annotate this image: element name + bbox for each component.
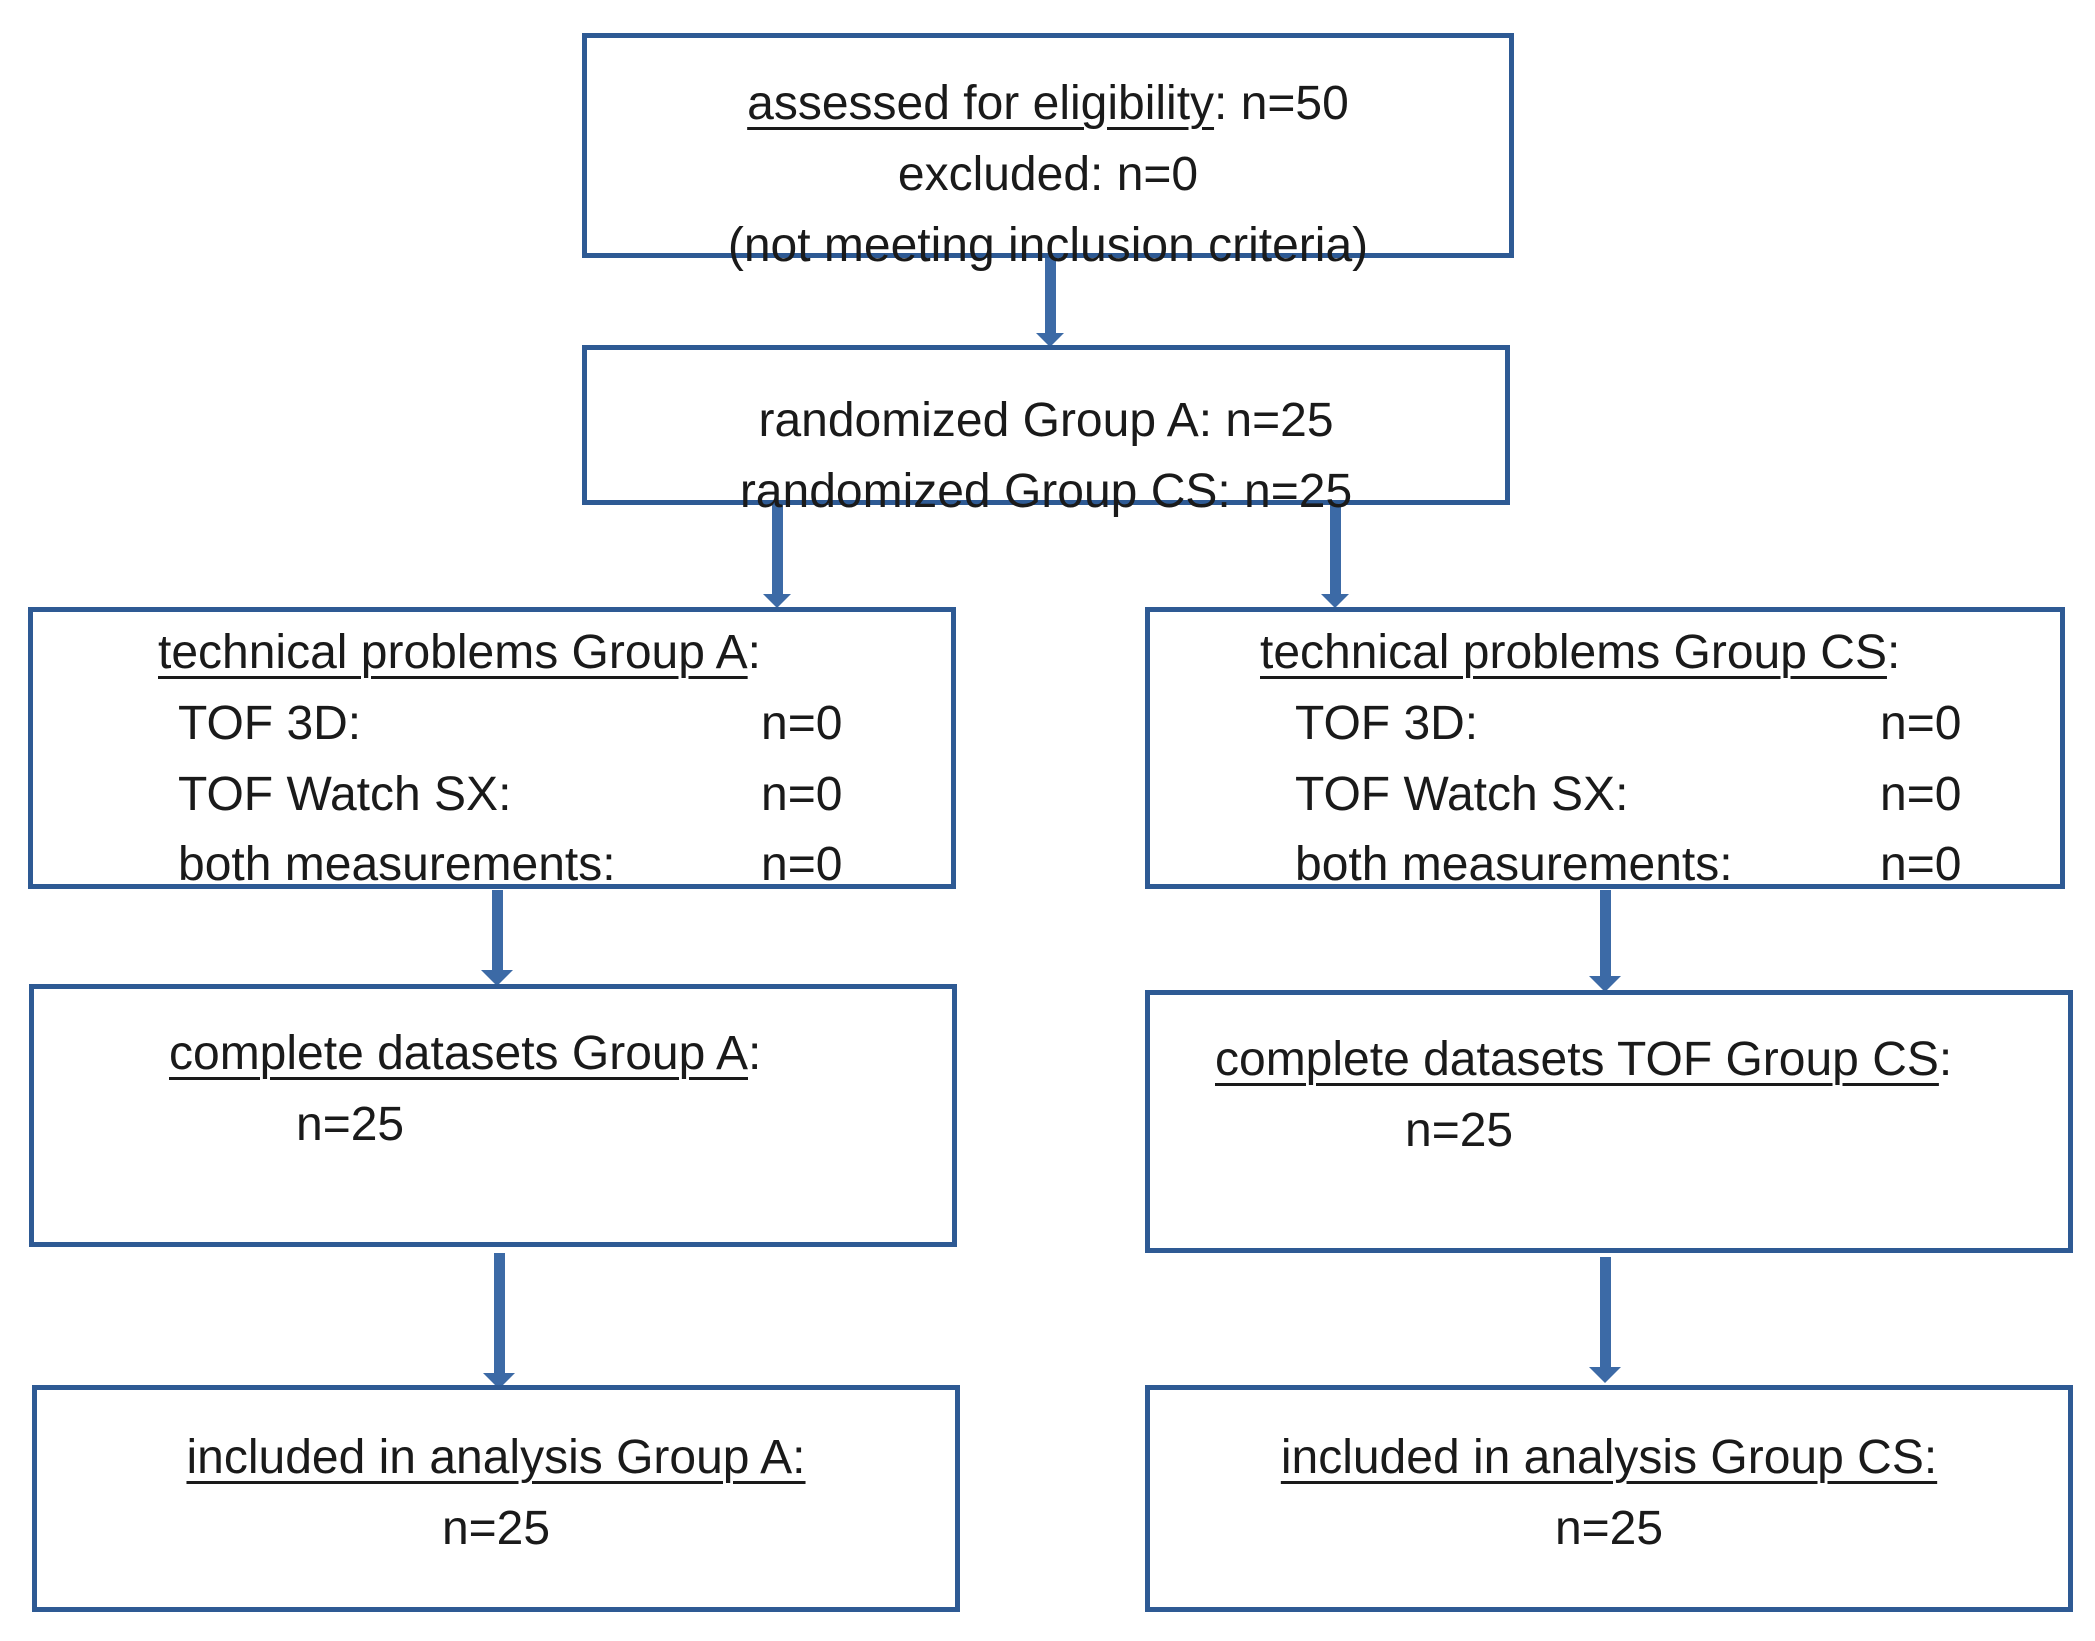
complete-datasets-a-label: complete datasets Group A <box>169 1027 748 1080</box>
arrow-complete-a-to-analysis-a <box>483 1253 515 1389</box>
analysis-a-title: included in analysis Group A: <box>186 1431 806 1484</box>
assessed-label: assessed for eligibility <box>747 77 1215 130</box>
technical-problems-a-label: technical problems Group A <box>158 626 748 679</box>
technical-problems-cs-box: technical problems Group CS: TOF 3D: n=0… <box>1145 607 2065 891</box>
technical-cs-row-tofwatch: TOF Watch SX: n=0 <box>1295 768 1962 821</box>
excluded-note: (not meeting inclusion criteria) <box>727 219 1369 272</box>
technical-cs-row-tof3d: TOF 3D: n=0 <box>1295 697 1962 750</box>
technical-a-row-tofwatch: TOF Watch SX: n=0 <box>178 768 843 821</box>
technical-problems-a-box: technical problems Group A: TOF 3D: n=0 … <box>28 607 956 891</box>
excluded-line: excluded: n=0 <box>897 148 1199 201</box>
assessed-line: assessed for eligibility: n=50 <box>587 74 1509 134</box>
arrow-technical-cs-to-complete-cs <box>1589 890 1621 992</box>
analysis-cs-value: n=25 <box>1554 1502 1664 1555</box>
complete-datasets-a-box: complete datasets Group A: n=25 <box>29 984 957 1247</box>
assessed-value: : n=50 <box>1214 77 1349 130</box>
arrow-technical-a-to-complete-a <box>481 890 513 986</box>
randomization-box: randomized Group A: n=25 randomized Grou… <box>582 345 1510 518</box>
arrow-screening-to-randomization <box>1036 255 1064 347</box>
technical-a-row-both: both measurements: n=0 <box>178 838 843 891</box>
arrow-randomization-to-technical-cs <box>1321 500 1349 608</box>
technical-cs-row-both: both measurements: n=0 <box>1295 838 1962 891</box>
complete-datasets-a-title: complete datasets Group A: <box>169 1027 762 1080</box>
complete-datasets-cs-box: complete datasets TOF Group CS: n=25 <box>1145 990 2073 1253</box>
complete-datasets-cs-value: n=25 <box>1405 1104 1514 1157</box>
randomized-group-cs: randomized Group CS: n=25 <box>739 465 1353 518</box>
analysis-a-title-line: included in analysis Group A: <box>37 1428 955 1488</box>
analysis-a-value: n=25 <box>441 1502 551 1555</box>
technical-problems-a-title: technical problems Group A: <box>158 626 761 679</box>
technical-a-row-tof3d: TOF 3D: n=0 <box>178 697 843 750</box>
arrow-complete-cs-to-analysis-cs <box>1589 1257 1621 1383</box>
complete-datasets-cs-label: complete datasets TOF Group CS <box>1215 1033 1939 1086</box>
technical-problems-cs-title: technical problems Group CS: <box>1260 626 1901 679</box>
analysis-cs-title-line: included in analysis Group CS: <box>1150 1428 2068 1488</box>
arrow-randomization-to-technical-a <box>763 500 791 608</box>
analysis-cs-title: included in analysis Group CS: <box>1280 1431 1938 1484</box>
complete-datasets-cs-title: complete datasets TOF Group CS: <box>1215 1033 1953 1086</box>
analysis-a-box: included in analysis Group A: n=25 <box>32 1385 960 1612</box>
technical-problems-cs-label: technical problems Group CS <box>1260 626 1887 679</box>
screening-box: assessed for eligibility: n=50 excluded:… <box>582 33 1514 272</box>
analysis-cs-box: included in analysis Group CS: n=25 <box>1145 1385 2073 1612</box>
complete-datasets-a-value: n=25 <box>296 1098 405 1151</box>
randomized-group-a: randomized Group A: n=25 <box>758 394 1334 447</box>
